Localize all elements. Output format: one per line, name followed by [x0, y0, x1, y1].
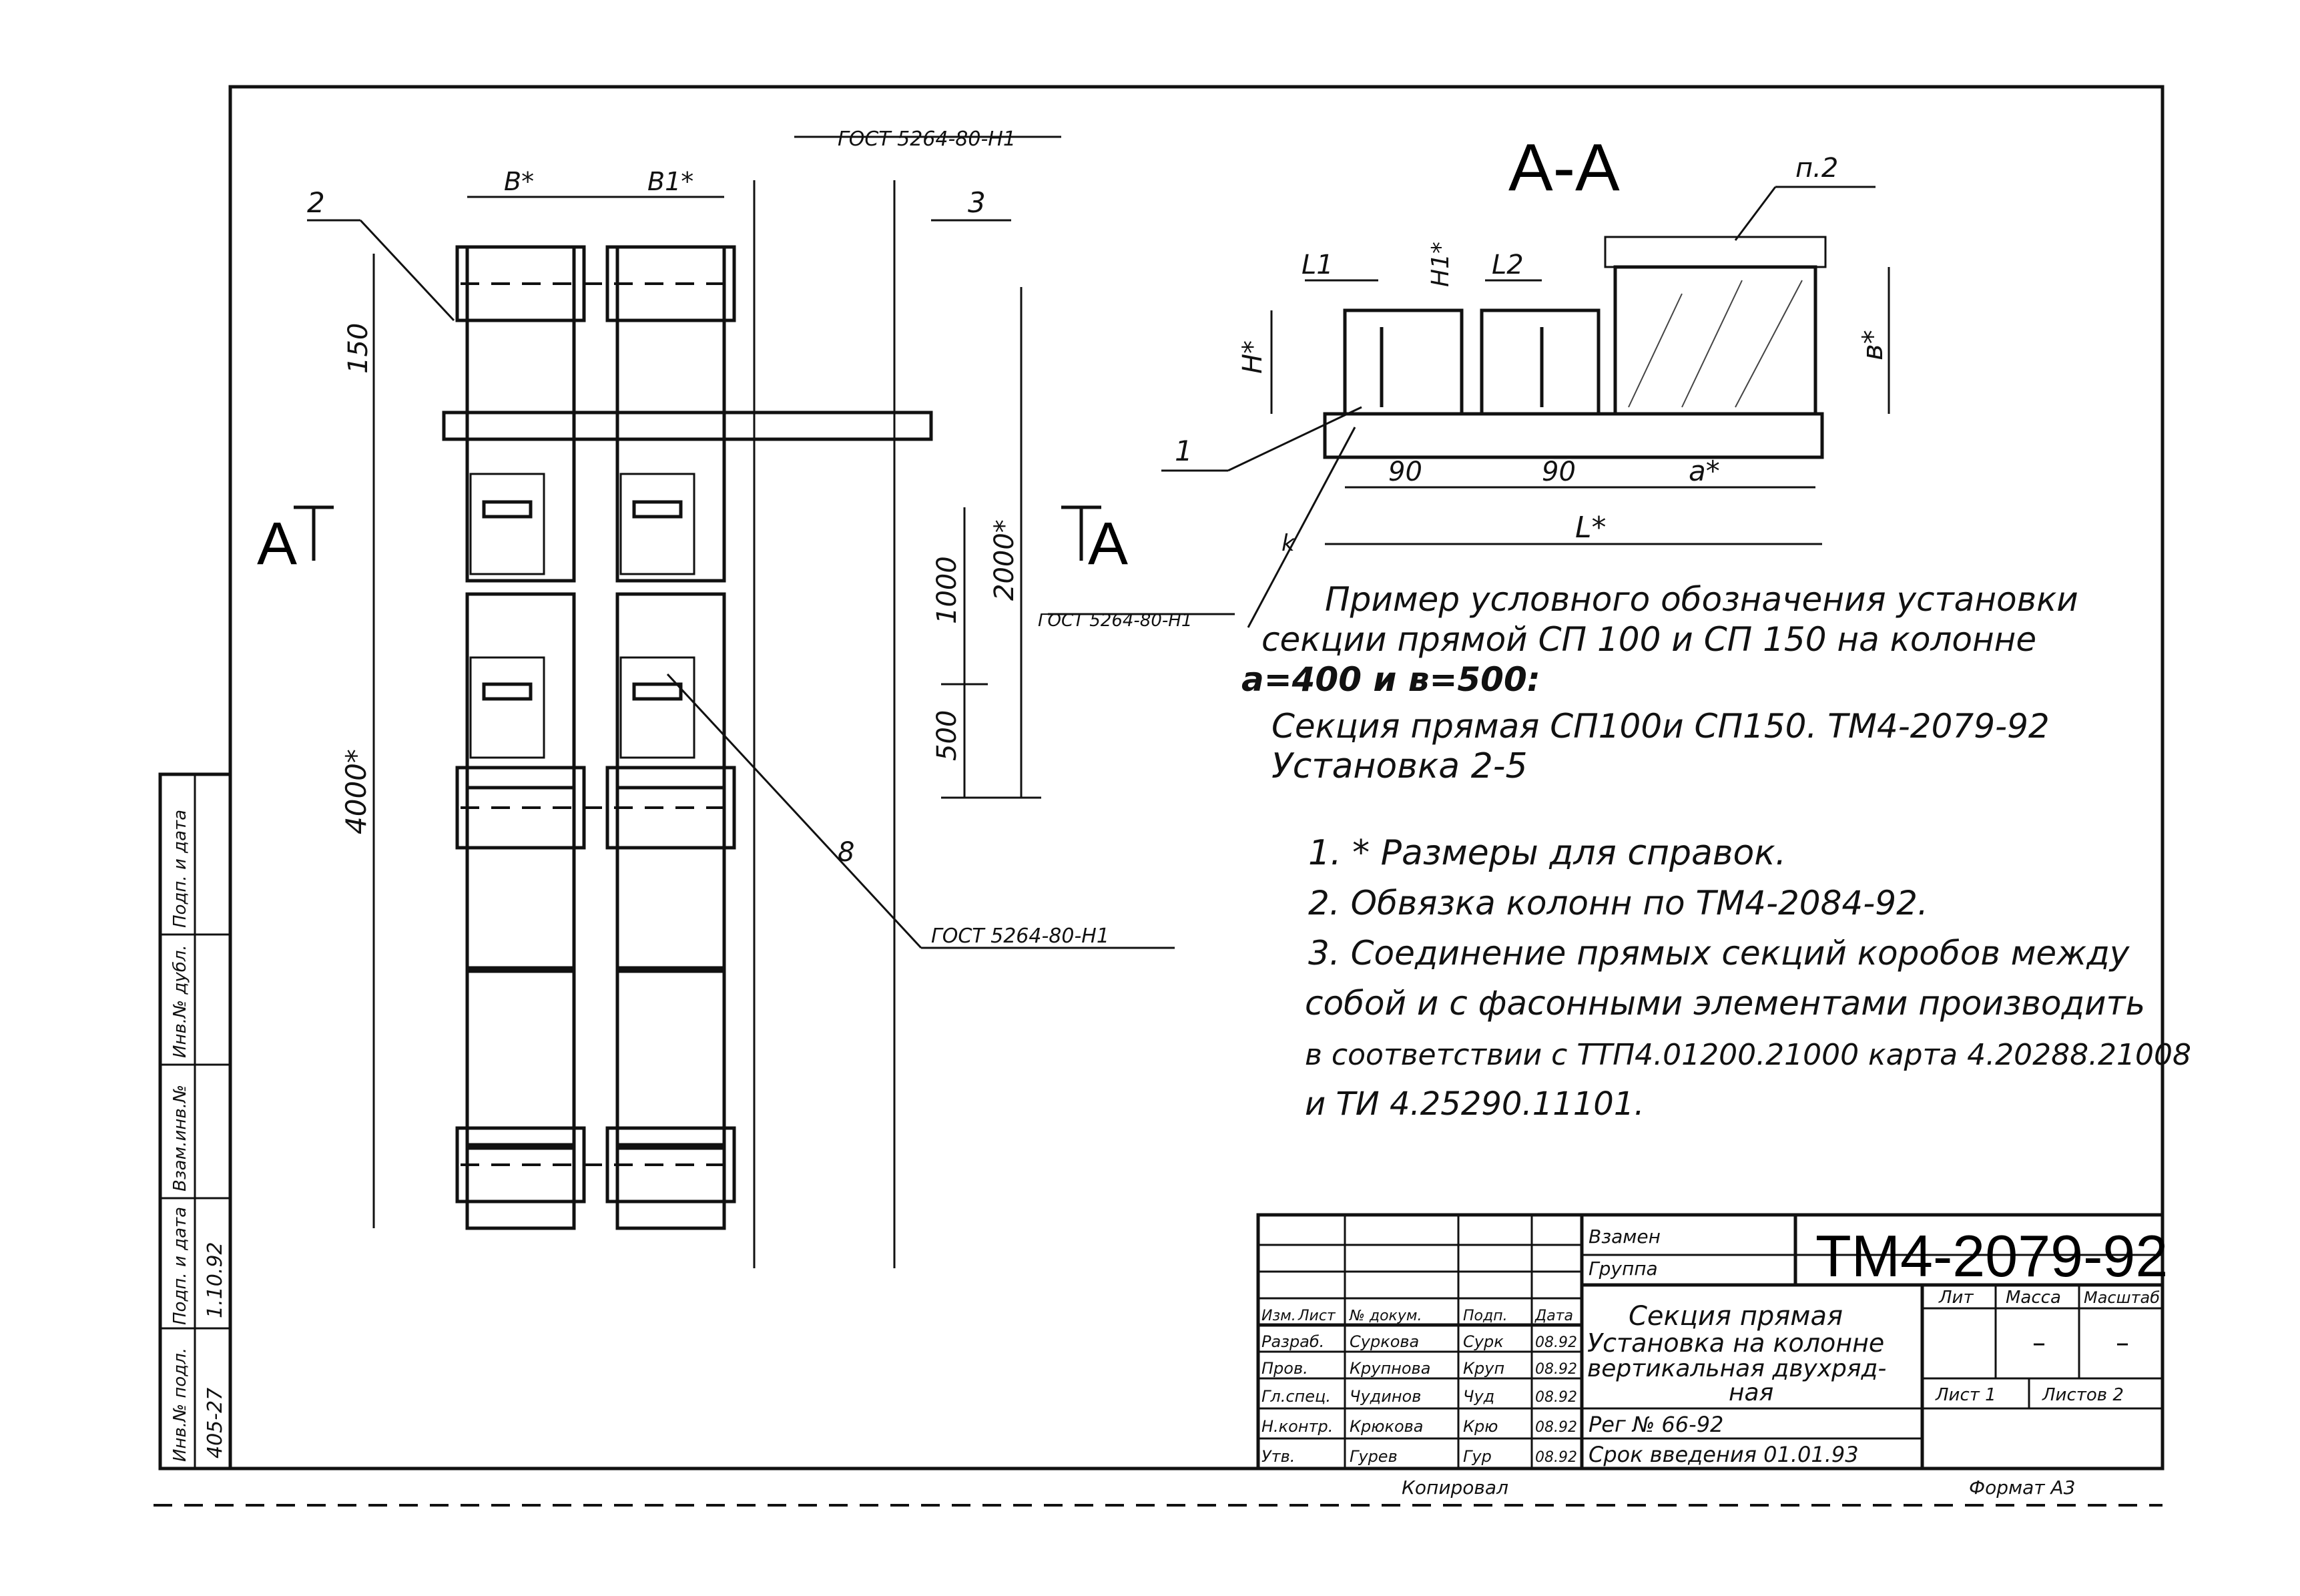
signoff-name-2: Крупнова	[1350, 1359, 1430, 1378]
masshtab-header: Масштаб	[2084, 1288, 2160, 1307]
dim-h1-label: Н1*	[1427, 242, 1454, 287]
signoff-role-3: Гл.спец.	[1261, 1387, 1331, 1406]
dim-b-label: В*	[504, 167, 534, 196]
example-line-5: Установка 2-5	[1271, 746, 1528, 786]
note-3-cont-b: в соответствии с ТТП4.01200.21000 карта …	[1305, 1038, 2191, 1072]
example-line-2: секции прямой СП 100 и СП 150 на колонне	[1261, 620, 2036, 659]
dim-l1-label: L1	[1302, 250, 1334, 280]
section-callout-p2: п.2	[1795, 153, 1838, 184]
dim-b1-label: В1*	[647, 167, 693, 196]
signoff-sign-4: Крю	[1463, 1417, 1498, 1436]
dim-90a-label: 90	[1388, 457, 1422, 487]
sheet-number: Лист 1	[1935, 1385, 1996, 1405]
signoff-date-1: 08.92	[1535, 1334, 1577, 1351]
vzamen-label: Взамен	[1589, 1226, 1661, 1248]
weld-label-top: ГОСТ 5264-80-Н1	[838, 127, 1016, 151]
signoff-date-3: 08.92	[1535, 1389, 1577, 1406]
callout-8: 8	[838, 837, 854, 868]
side-stamp-col3: Взам.инв.№	[170, 1085, 190, 1191]
dim-90b-label: 90	[1542, 457, 1576, 487]
dim-l2-label: L2	[1492, 250, 1524, 280]
dim-500-label: 500	[932, 710, 962, 761]
section-mark-right: А	[1088, 511, 1128, 577]
document-code: ТМ4-2079-92	[1815, 1223, 2168, 1289]
side-stamp-col4: Инв.№ дубл.	[170, 945, 190, 1058]
weld-label-mid: ГОСТ 5264-80-Н1	[1038, 611, 1192, 631]
header-doc: № докум.	[1349, 1308, 1422, 1324]
signoff-role-2: Пров.	[1261, 1359, 1308, 1378]
weld-k-label: k	[1281, 530, 1296, 557]
gruppa-label: Группа	[1589, 1258, 1658, 1280]
section-callout-1: 1	[1175, 435, 1193, 467]
dim-4000-label: 4000*	[340, 749, 372, 834]
section-title: А-А	[1508, 130, 1620, 205]
signoff-date-5: 08.92	[1535, 1449, 1577, 1466]
note-3-cont-c: и ТИ 4.25290.11101.	[1305, 1085, 1645, 1123]
header-data: Дата	[1534, 1308, 1573, 1324]
dim-a-label: а*	[1689, 455, 1720, 487]
signoff-name-5: Гурев	[1350, 1447, 1398, 1466]
lit-header: Лит	[1938, 1288, 1974, 1308]
effective-date: Срок введения 01.01.93	[1589, 1442, 1859, 1467]
dim-2000-label: 2000*	[989, 519, 1020, 601]
note-2: 2. Обвязка колонн по ТМ4-2084-92.	[1308, 884, 1928, 922]
doc-title-line-2: Установка на колонне	[1587, 1328, 1884, 1358]
dim-1000-label: 1000	[932, 556, 962, 624]
header-izm: Изм.	[1261, 1308, 1296, 1324]
header-list: Лист	[1298, 1308, 1336, 1324]
section-a-a	[1161, 186, 1890, 628]
dim-150-label: 150	[343, 323, 374, 374]
dim-b-section-label: в*	[1856, 330, 1889, 360]
side-stamp-col5: Подп. и дата	[170, 810, 190, 928]
massa-header: Масса	[2006, 1288, 2061, 1308]
header-podp: Подп.	[1463, 1308, 1508, 1324]
example-line-4: Секция прямая СП100и СП150. ТМ4-2079-92	[1271, 707, 2050, 746]
signoff-role-1: Разраб.	[1261, 1332, 1324, 1351]
note-3: 3. Соединение прямых секций коробов межд…	[1308, 934, 2130, 973]
dim-L-label: L*	[1575, 511, 1607, 545]
side-stamp-col1: Инв.№ подл.	[170, 1348, 190, 1462]
doc-title-line-1: Секция прямая	[1629, 1301, 1843, 1332]
side-stamp	[158, 772, 232, 1471]
signoff-name-3: Чудинов	[1350, 1387, 1421, 1406]
signoff-name-4: Крюкова	[1350, 1417, 1424, 1436]
signoff-sign-3: Чуд	[1463, 1387, 1494, 1406]
callout-3: 3	[968, 186, 986, 219]
sheet-count: Листов 2	[2042, 1385, 2124, 1405]
side-stamp-col1-value: 405-27	[204, 1388, 227, 1458]
left-view	[294, 136, 1235, 1268]
side-stamp-col2: Подп. и дата	[170, 1207, 190, 1325]
title-block	[1256, 1213, 2165, 1471]
signoff-sign-5: Гур	[1463, 1447, 1492, 1466]
doc-title-line-4: ная	[1729, 1379, 1773, 1406]
signoff-name-1: Суркова	[1350, 1332, 1419, 1351]
reg-number: Рег № 66-92	[1589, 1412, 1723, 1437]
callout-2: 2	[307, 186, 325, 219]
side-stamp-col2-value: 1.10.92	[204, 1242, 227, 1318]
section-mark-left: А	[257, 511, 297, 577]
signoff-role-5: Утв.	[1261, 1447, 1295, 1466]
example-line-1: Пример условного обозначения установки	[1325, 580, 2078, 619]
signoff-date-4: 08.92	[1535, 1419, 1577, 1436]
signoff-date-2: 08.92	[1535, 1361, 1577, 1378]
dim-h-label: Н*	[1237, 340, 1268, 374]
massa-value: –	[2032, 1328, 2046, 1358]
masshtab-value: –	[2116, 1328, 2129, 1358]
signoff-role-4: Н.контр.	[1261, 1417, 1333, 1436]
doc-title-line-3: вертикальная двухряд-	[1587, 1355, 1886, 1382]
weld-label-bottom: ГОСТ 5264-80-Н1	[931, 924, 1109, 948]
sheet-format: Формат А3	[1969, 1477, 2075, 1499]
signoff-sign-1: Сурк	[1463, 1332, 1504, 1351]
copied-by: Копировал	[1402, 1477, 1508, 1499]
example-line-3: а=400 и в=500:	[1241, 660, 1540, 699]
note-1: 1. * Размеры для справок.	[1308, 833, 1786, 873]
signoff-sign-2: Круп	[1463, 1359, 1504, 1378]
note-3-cont-a: собой и с фасонными элементами производи…	[1305, 984, 2145, 1023]
